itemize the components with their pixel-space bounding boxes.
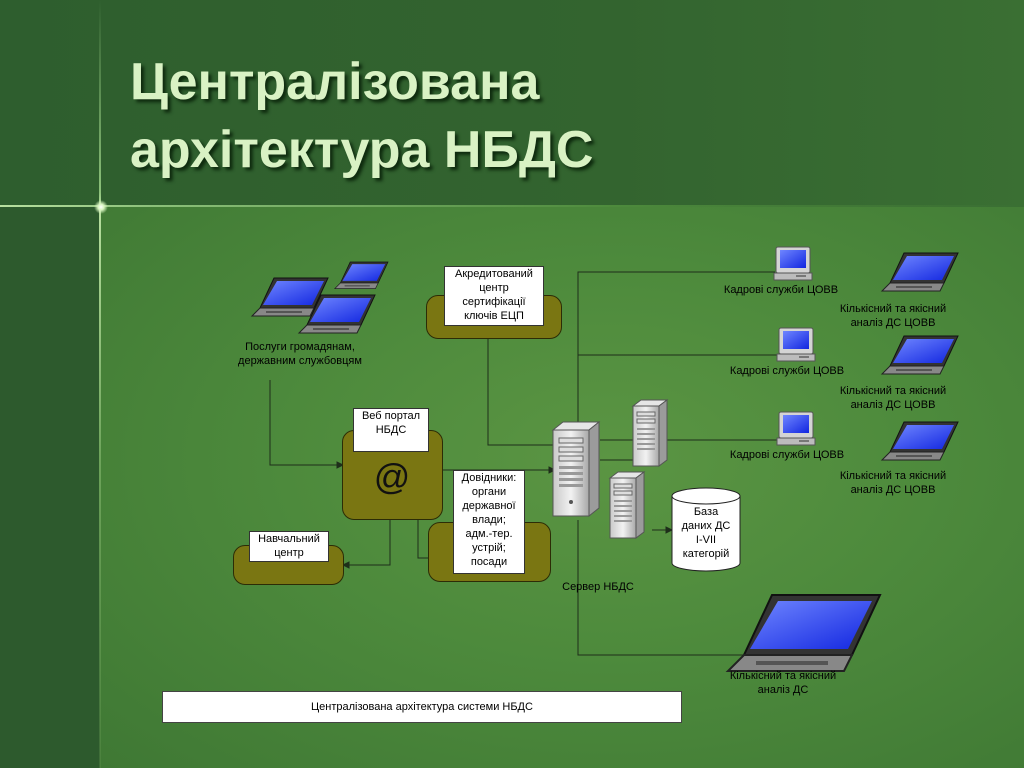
directories-label-line: адм.-тер. — [465, 528, 513, 540]
analysis-covv-label-line: аналіз ДС ЦОВВ — [850, 484, 936, 496]
diagram-caption-text: Централізована архітектура системи НБДС — [311, 701, 533, 713]
directories-label-line: устрій; — [472, 542, 506, 554]
divider-horizontal — [0, 205, 1024, 207]
analysis-covv-label-2: Кількісний та якісний аналіз ДС ЦОВВ — [818, 384, 968, 412]
divider-vertical — [99, 0, 101, 768]
database-label-line: І-VII — [695, 534, 717, 546]
directories-label: Довідники: органи державної влади; адм.-… — [453, 470, 525, 574]
hr-services-label-1: Кадрові служби ЦОВВ — [723, 284, 839, 296]
connector-server-branch-1 — [577, 271, 775, 422]
web-portal-label-line: Веб портал — [361, 410, 421, 422]
services-label-line: Послуги громадянам, — [245, 341, 355, 353]
connector-portal-directories — [417, 518, 430, 559]
web-portal-label-line: НБДС — [375, 424, 407, 436]
training-center-label: Навчальний центр — [249, 531, 329, 562]
server-label: Сервер НБДС — [562, 581, 634, 593]
analysis-ds-label: Кількісний та якісний аналіз ДС — [708, 669, 858, 697]
server-tower-icon — [632, 399, 668, 467]
analysis-covv-label-line: Кількісний та якісний — [839, 385, 947, 397]
page-title: Централізована архітектура НБДС — [130, 48, 593, 184]
connector-portal-training — [343, 518, 391, 566]
analysis-covv-label-3: Кількісний та якісний аналіз ДС ЦОВВ — [818, 469, 968, 497]
hr-services-label-2: Кадрові служби ЦОВВ — [729, 365, 845, 377]
directories-label-line: органи — [471, 486, 507, 498]
directories-label-line: державної — [462, 500, 516, 512]
cert-center-label-line: ключів ЕЦП — [464, 310, 524, 322]
database-label-line: категорій — [682, 548, 730, 560]
server-tower-icon — [552, 421, 600, 517]
analysis-covv-label-line: аналіз ДС ЦОВВ — [850, 399, 936, 411]
directories-label-line: влади; — [472, 514, 506, 526]
cert-center-label-line: сертифікації — [462, 296, 526, 308]
laptop-icon — [727, 594, 881, 672]
cert-center-label-line: Акредитований — [455, 268, 533, 280]
cert-center-label: Акредитований центр сертифікації ключів … — [444, 266, 544, 326]
analysis-covv-label-1: Кількісний та якісний аналіз ДС ЦОВВ — [818, 302, 968, 330]
divider-spark — [94, 200, 108, 214]
web-portal-label: Веб портал НБДС — [353, 408, 429, 452]
database-label: База даних ДС І-VII категорій — [672, 505, 740, 561]
server-tower-icon — [609, 471, 645, 539]
directories-label-line: Довідники: — [461, 472, 517, 484]
hr-services-label-3: Кадрові служби ЦОВВ — [729, 449, 845, 461]
services-label: Послуги громадянам, державним службовцям — [210, 340, 390, 368]
analysis-covv-label-line: Кількісний та якісний — [839, 303, 947, 315]
connector-cert-server — [487, 338, 555, 446]
desktop-pc-icon — [776, 327, 816, 362]
laptop-icon — [881, 335, 959, 375]
database-cylinder-icon — [671, 487, 741, 572]
at-sign-icon: @ — [373, 456, 411, 497]
connector-server-branch-4 — [577, 520, 785, 656]
diagram-caption: Централізована архітектура системи НБДС — [162, 691, 682, 723]
analysis-covv-label-line: Кількісний та якісний — [839, 470, 947, 482]
services-label-line: державним службовцям — [238, 355, 362, 367]
training-center-label-line: центр — [274, 547, 304, 559]
desktop-pc-icon — [776, 411, 816, 446]
analysis-covv-label-line: аналіз ДС ЦОВВ — [850, 317, 936, 329]
analysis-ds-label-line: Кількісний та якісний — [729, 670, 837, 682]
desktop-pc-icon — [773, 246, 813, 281]
directories-label-line: посади — [470, 556, 508, 568]
database-label-line: даних ДС — [681, 520, 731, 532]
cert-center-label-line: центр — [479, 282, 509, 294]
laptop-icon — [334, 261, 389, 289]
analysis-ds-label-line: аналіз ДС — [757, 684, 809, 696]
connector-services-portal — [269, 380, 343, 466]
background-header-band — [0, 0, 1024, 207]
laptop-icon — [881, 252, 959, 292]
training-center-label-line: Навчальний — [258, 533, 320, 545]
database-label-line: База — [693, 506, 719, 518]
page-title-line-1: Централізована — [130, 53, 540, 111]
laptop-icon — [881, 421, 959, 461]
page-title-line-2: архітектура НБДС — [130, 121, 594, 179]
